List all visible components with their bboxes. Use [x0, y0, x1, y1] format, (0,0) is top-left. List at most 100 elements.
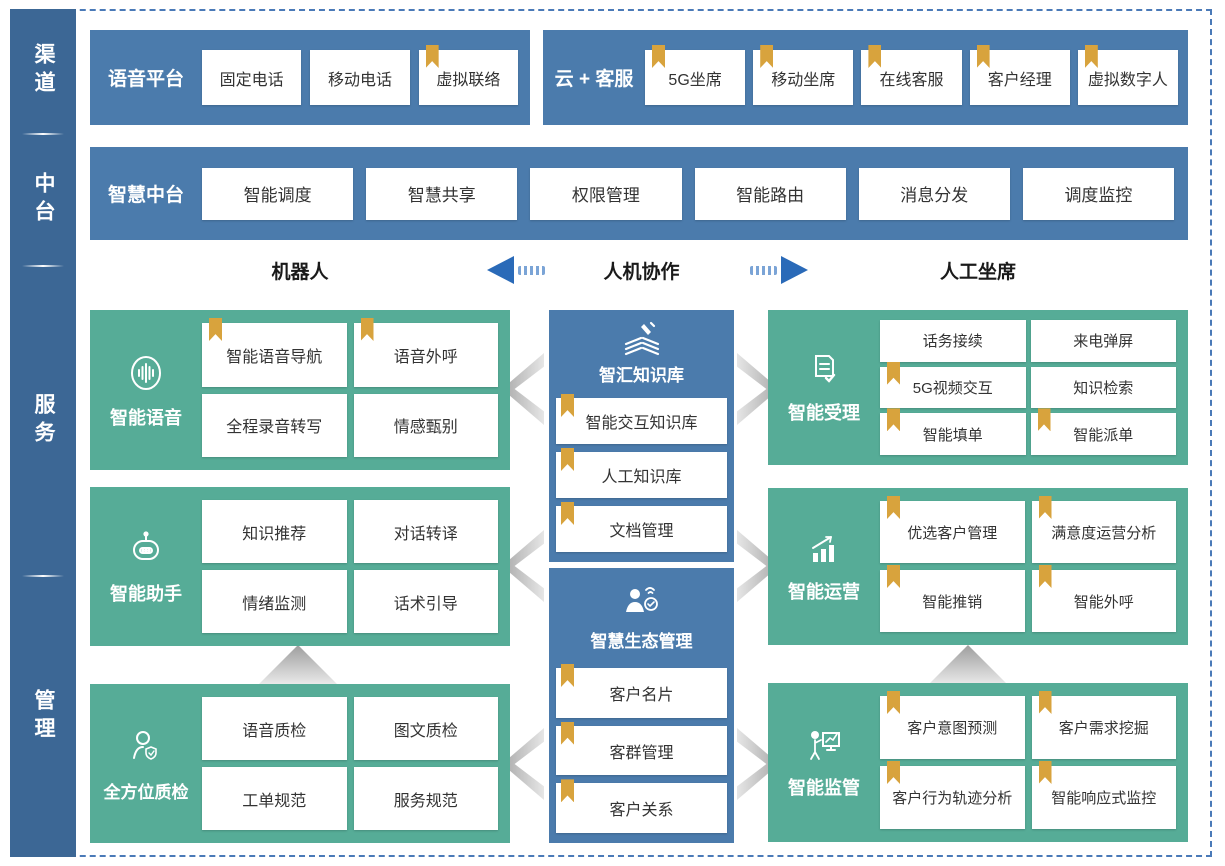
ecosystem-management-block: 智慧生态管理 客户名片 客群管理 客户关系 — [549, 568, 734, 843]
card-label: 智慧共享 — [407, 186, 476, 205]
card-label: 语音质检 — [242, 722, 307, 740]
bookmark-icon — [760, 45, 774, 68]
block-title: 智汇知识库 — [599, 366, 684, 385]
feature-card: 优选客户管理 — [880, 496, 1025, 563]
card-label: 客户行为轨迹分析 — [892, 790, 1013, 807]
bookmark-icon — [561, 721, 574, 745]
bookmark-icon — [887, 761, 900, 784]
sidebar-item-service: 服务 — [10, 267, 76, 575]
feature-card: 知识检索 — [1030, 366, 1176, 409]
block-title: 智能运营 — [788, 582, 860, 602]
card-label: 工单规范 — [242, 792, 307, 810]
feature-card: 权限管理 — [530, 167, 682, 220]
heading-human-machine-collab: 人机协作 — [603, 261, 680, 283]
monitor-person-icon — [803, 725, 845, 765]
knowledge-book-icon — [621, 320, 663, 356]
inspector-person-icon — [124, 725, 168, 769]
card-label: 优选客户管理 — [907, 524, 998, 542]
heading-robot: 机器人 — [271, 261, 329, 283]
feature-card: 客户需求挖掘 — [1031, 691, 1176, 759]
bookmark-icon — [360, 318, 374, 341]
feature-card: 智能调度 — [202, 167, 354, 220]
card-label: 知识检索 — [1073, 379, 1134, 397]
block-title: 云 + 客服 — [554, 69, 634, 90]
card-label: 知识推荐 — [242, 525, 307, 543]
robot-icon — [124, 527, 168, 571]
sidebar-item-channels: 渠道 — [10, 9, 76, 133]
divider — [22, 265, 64, 267]
card-label: 消息分发 — [900, 186, 969, 205]
bookmark-icon — [1037, 408, 1051, 432]
block-title: 智能监管 — [788, 778, 860, 798]
card-label: 虚拟联络 — [436, 71, 501, 89]
block-title: 智慧生态管理 — [590, 632, 693, 651]
bookmark-icon — [209, 318, 222, 341]
card-label: 智能语音导航 — [226, 348, 323, 366]
feature-card: 人工知识库 — [556, 448, 727, 498]
card-label: 智能推销 — [922, 593, 983, 611]
card-label: 智能交互知识库 — [585, 415, 698, 432]
sidebar-label: 服务 — [32, 393, 55, 449]
feature-card: 5G坐席 — [645, 45, 746, 105]
feature-card: 智能路由 — [694, 167, 846, 220]
card-label: 客群管理 — [609, 744, 674, 762]
card-label: 满意度运营分析 — [1051, 524, 1157, 542]
feature-card: 移动电话 — [310, 50, 410, 105]
card-label: 权限管理 — [571, 186, 640, 205]
block-title: 智能语音 — [110, 407, 182, 428]
card-label: 移动电话 — [327, 71, 392, 89]
feature-card: 话务接续 — [880, 320, 1026, 362]
sidebar-item-management: 管理 — [10, 577, 76, 857]
block-title: 智慧中台 — [107, 185, 184, 206]
card-label: 智能响应式监控 — [1051, 790, 1157, 807]
feature-card: 5G视频交互 — [880, 361, 1026, 409]
card-label: 话术引导 — [393, 595, 458, 613]
card-label: 情绪监测 — [242, 595, 307, 613]
card-label: 文档管理 — [609, 523, 674, 540]
card-label: 情感甄别 — [393, 419, 458, 437]
feature-card: 知识推荐 — [202, 500, 347, 563]
card-label: 固定电话 — [219, 71, 284, 89]
feature-card: 移动坐席 — [753, 45, 854, 105]
feature-card: 固定电话 — [202, 50, 302, 105]
bookmark-icon — [425, 45, 439, 68]
feature-card: 语音质检 — [202, 697, 347, 760]
card-label: 客户名片 — [609, 686, 674, 704]
bookmark-icon — [1038, 691, 1052, 714]
card-label: 5G视频交互 — [912, 379, 993, 397]
arrow-dash-tail — [518, 265, 545, 275]
smart-voice-block: 智能语音 智能语音导航 语音外呼 全程录音转写 情感甄别 — [90, 310, 510, 470]
feature-card: 智能派单 — [1030, 408, 1176, 455]
feature-card: 消息分发 — [858, 167, 1010, 220]
bookmark-icon — [887, 691, 900, 714]
card-label: 语音外呼 — [393, 348, 458, 366]
card-label: 移动坐席 — [771, 71, 836, 89]
feature-card: 全程录音转写 — [202, 393, 347, 457]
feature-card: 智能语音导航 — [202, 318, 347, 387]
block-title: 智能受理 — [788, 403, 860, 423]
feature-card: 客群管理 — [556, 721, 727, 776]
feature-card: 智能填单 — [880, 408, 1026, 455]
quality-inspection-block: 全方位质检 语音质检 图文质检 工单规范 服务规范 — [90, 684, 510, 843]
card-label: 5G坐席 — [668, 71, 722, 89]
arrowhead-left — [487, 256, 514, 284]
card-label: 服务规范 — [393, 792, 458, 810]
card-label: 智能填单 — [922, 426, 983, 444]
block-title: 智能助手 — [110, 584, 182, 604]
feature-card: 满意度运营分析 — [1031, 496, 1176, 563]
card-label: 对话转译 — [393, 525, 458, 543]
feature-card: 虚拟数字人 — [1077, 45, 1179, 105]
bookmark-icon — [887, 408, 900, 432]
feature-card: 在线客服 — [861, 45, 962, 105]
card-label: 客户关系 — [609, 802, 674, 820]
bookmark-icon — [561, 502, 574, 525]
feature-card: 客户关系 — [556, 779, 727, 834]
bookmark-icon — [887, 565, 900, 588]
card-label: 虚拟数字人 — [1087, 71, 1168, 89]
bookmark-icon — [868, 45, 882, 68]
feature-card: 文档管理 — [556, 502, 727, 552]
card-label: 在线客服 — [879, 71, 944, 89]
card-label: 客户需求挖掘 — [1058, 720, 1149, 737]
feature-card: 情绪监测 — [202, 570, 347, 633]
